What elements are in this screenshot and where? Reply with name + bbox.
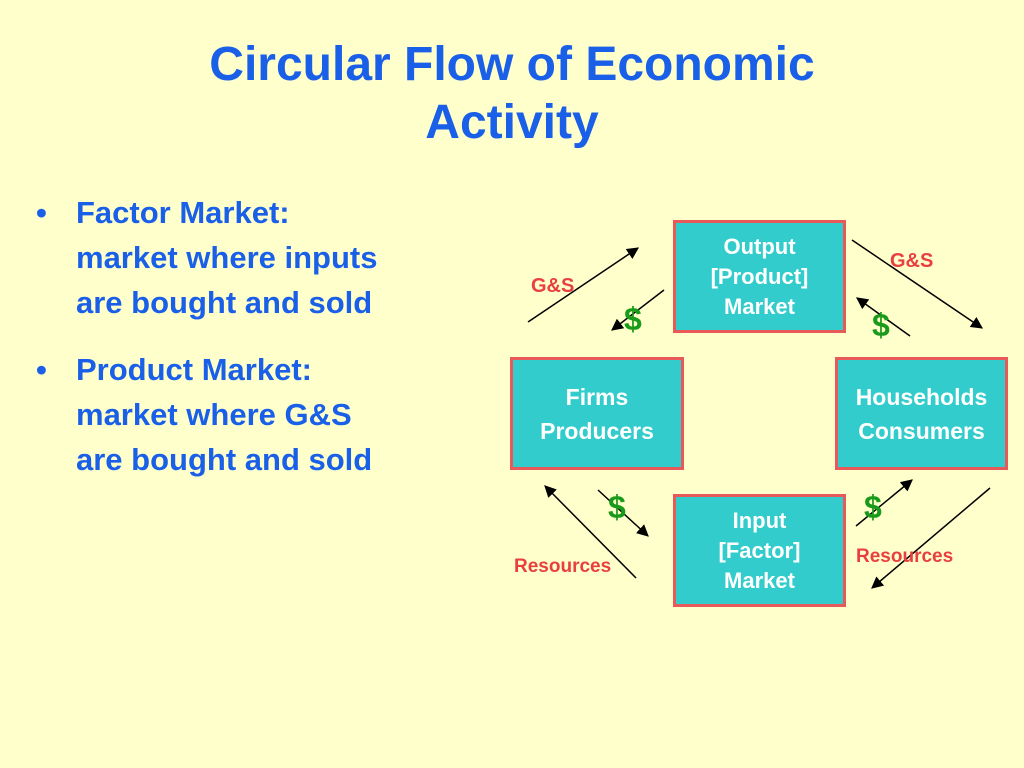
input-market-box: Input [Factor] Market — [673, 494, 846, 607]
resources-label-left: Resources — [514, 556, 612, 577]
resources-arrow-households-to-input — [871, 487, 991, 589]
box-line: [Factor] — [718, 537, 801, 563]
box-line: [Product] — [710, 263, 809, 289]
box-line: Market — [724, 567, 795, 593]
dollar-arrow-output-to-firms — [611, 289, 665, 331]
dollar-sign-bottom-right: $ — [864, 489, 882, 525]
bullet-line: are bought and sold — [76, 285, 373, 320]
bullet-line: Product Market: — [76, 352, 312, 387]
households-box: Households Consumers — [835, 357, 1008, 470]
bullet-line: market where inputs — [76, 240, 378, 275]
gs-label-left: G&S — [531, 275, 575, 297]
dollar-sign-bottom-left: $ — [608, 489, 626, 525]
dollar-arrow-firms-to-input — [597, 489, 649, 537]
bullet-product-market: • Product Market: market where G&S are b… — [28, 347, 478, 482]
output-market-box: Output [Product] Market — [673, 220, 846, 333]
bullet-factor-market: • Factor Market: market where inputs are… — [28, 190, 478, 325]
dollar-sign-top-right: $ — [872, 307, 890, 343]
title-line-2: Activity — [425, 96, 599, 149]
bullet-line: Factor Market: — [76, 195, 290, 230]
bullet-line: are bought and sold — [76, 442, 373, 477]
slide-title: Circular Flow of Economic Activity — [0, 36, 1024, 152]
resources-label-right: Resources — [856, 546, 954, 567]
bullet-dot-icon: • — [36, 195, 47, 230]
box-line: Consumers — [858, 417, 985, 444]
dollar-sign-top-left: $ — [624, 301, 642, 337]
box-line: Firms — [565, 383, 629, 410]
title-line-1: Circular Flow of Economic — [209, 38, 815, 91]
definition-list: • Factor Market: market where inputs are… — [28, 190, 478, 504]
firms-box: Firms Producers — [510, 357, 684, 470]
bullet-dot-icon: • — [36, 352, 47, 387]
gs-label-right: G&S — [890, 250, 934, 272]
dollar-arrow-households-to-output — [856, 297, 911, 337]
box-line: Output — [723, 233, 796, 259]
gs-arrow-output-to-households — [851, 239, 983, 329]
box-line: Households — [855, 383, 988, 410]
resources-arrow-input-to-firms — [544, 485, 637, 579]
bullet-line: market where G&S — [76, 397, 352, 432]
box-line: Input — [732, 507, 787, 533]
box-line: Market — [724, 293, 795, 319]
gs-arrow-firms-to-output — [527, 247, 639, 323]
box-line: Producers — [540, 417, 654, 444]
dollar-arrow-input-to-households — [855, 479, 913, 527]
